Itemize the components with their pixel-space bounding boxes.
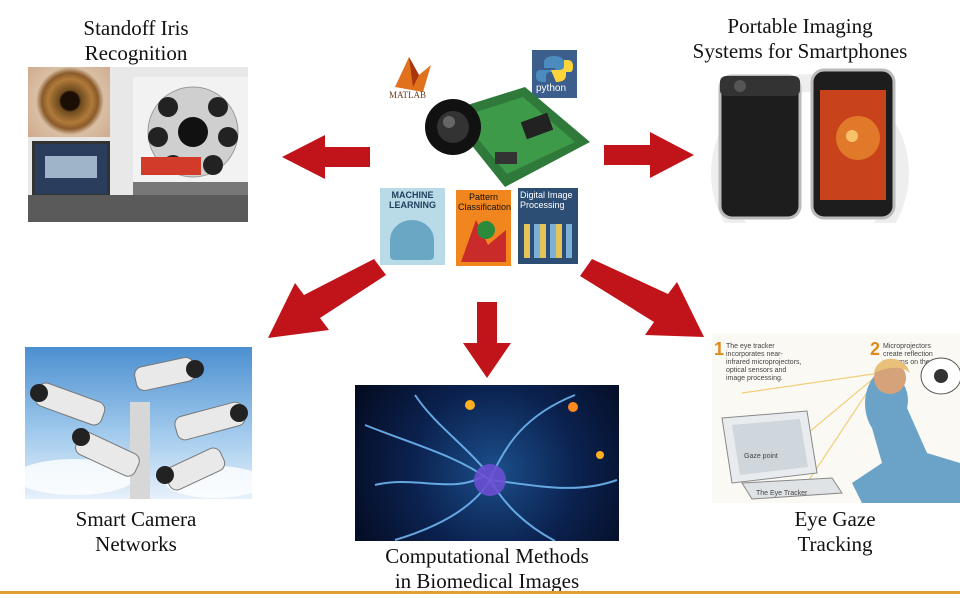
book-machine-learning: MACHINE LEARNING	[380, 188, 445, 265]
iris-equipment-image	[28, 195, 248, 222]
arrow-left	[282, 135, 370, 179]
arrow-right	[604, 132, 694, 178]
arrow-down-right	[580, 259, 704, 337]
arrow-down-left	[268, 259, 386, 338]
biomedical-panel	[355, 385, 619, 541]
iris-closeup-image	[28, 67, 110, 137]
iris-monitor-image	[32, 141, 110, 197]
book-title-pattern: Pattern Classification	[458, 192, 511, 212]
gaze-step-1-text: The eye tracker incorporates near-infrar…	[726, 343, 802, 382]
book-title-dip: Digital Image Processing	[520, 190, 573, 210]
book-digital-image-processing: Digital Image Processing	[518, 188, 578, 264]
label-iris: Standoff Iris Recognition	[83, 16, 189, 65]
matlab-logo-icon: MATLAB	[387, 47, 437, 102]
arrow-down	[463, 302, 511, 378]
bottom-rule	[0, 591, 960, 594]
label-biomed: Computational Methods in Biomedical Imag…	[385, 544, 589, 593]
gaze-step-1-number: 1	[714, 339, 725, 359]
label-portable: Portable Imaging Systems for Smartphones	[692, 14, 908, 63]
label-gaze: Eye Gaze Tracking	[794, 507, 876, 556]
gaze-point-label: Gaze point	[744, 453, 778, 460]
gaze-step-2-number: 2	[870, 339, 881, 359]
python-text: python	[536, 83, 567, 94]
eye-gaze-panel: 1 The eye tracker incorporates near-infr…	[712, 333, 960, 503]
label-camera: Smart Camera Networks	[75, 507, 197, 556]
neuron-image	[364, 394, 618, 541]
book-title-ml: MACHINE LEARNING	[389, 190, 436, 210]
cctv-cameras-image	[25, 357, 252, 499]
smartphones-image	[711, 68, 909, 223]
camera-board-icon	[405, 72, 595, 192]
matlab-text: MATLAB	[389, 90, 427, 100]
eye-tracker-label: The Eye Tracker	[756, 490, 808, 497]
book-pattern-classification: Pattern Classification	[456, 190, 511, 266]
eye-tracker-illustration	[721, 357, 960, 503]
portable-panel	[700, 68, 920, 223]
smart-camera-panel	[25, 347, 252, 499]
iris-panel	[28, 67, 248, 222]
python-logo-icon: python	[532, 50, 577, 98]
